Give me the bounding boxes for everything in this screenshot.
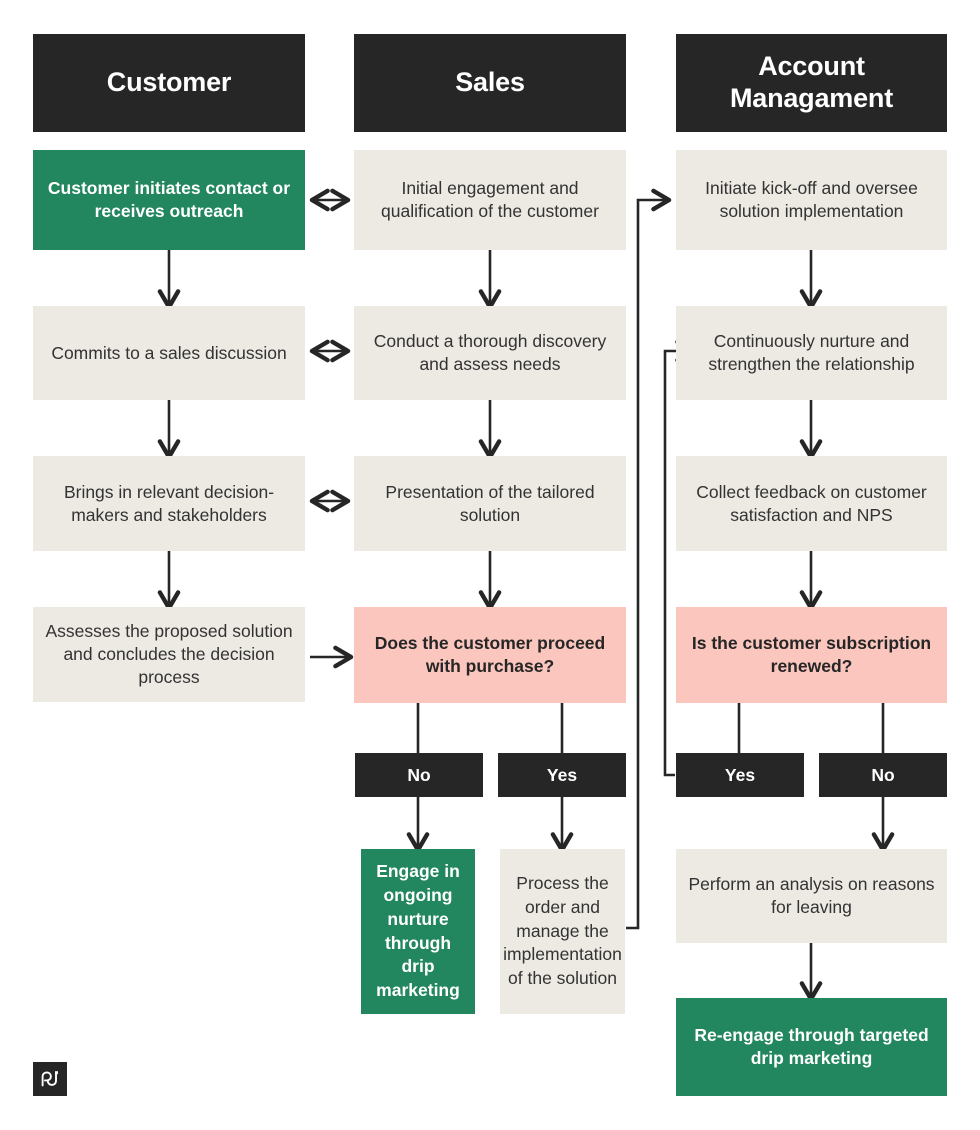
pandadoc-logo-icon [41, 1071, 58, 1087]
node-perform-analysis-reasons-leaving: Perform an analysis on reasons for leavi… [676, 849, 947, 943]
node-initiate-kickoff: Initiate kick-off and oversee solution i… [676, 150, 947, 250]
node-conduct-discovery: Conduct a thorough discovery and assess … [354, 306, 626, 400]
label-account-yes: Yes [676, 753, 804, 797]
node-brings-in-decision-makers: Brings in relevant decision-makers and s… [33, 456, 305, 551]
node-decision-subscription-renewed: Is the customer subscription renewed? [676, 607, 947, 703]
node-commits-to-sales-discussion: Commits to a sales discussion [33, 306, 305, 400]
label-sales-yes: Yes [498, 753, 626, 797]
loopback-s7-to-a1 [626, 188, 672, 930]
label-account-no: No [819, 753, 947, 797]
column-header-account-managament: Account Managament [676, 34, 947, 132]
column-header-customer: Customer [33, 34, 305, 132]
label-sales-no: No [355, 753, 483, 797]
node-decision-proceed-with-purchase: Does the customer proceed with purchase? [354, 607, 626, 703]
node-presentation-tailored-solution: Presentation of the tailored solution [354, 456, 626, 551]
node-engage-ongoing-nurture: Engage in ongoing nurture through drip m… [361, 849, 475, 1014]
node-initial-engagement: Initial engagement and qualification of … [354, 150, 626, 250]
node-collect-feedback-nps: Collect feedback on customer satisfactio… [676, 456, 947, 551]
column-header-sales: Sales [354, 34, 626, 132]
node-customer-initiates-contact: Customer initiates contact or receives o… [33, 150, 305, 250]
pandadoc-logo [33, 1062, 67, 1096]
node-process-order-manage-implementation: Process the order and manage the impleme… [500, 849, 625, 1014]
loopback-yes-to-a2 [663, 339, 696, 777]
node-continuously-nurture: Continuously nurture and strengthen the … [676, 306, 947, 400]
node-assesses-proposed-solution: Assesses the proposed solution and concl… [33, 607, 305, 702]
node-reengage-targeted-drip-marketing: Re-engage through targeted drip marketin… [676, 998, 947, 1096]
